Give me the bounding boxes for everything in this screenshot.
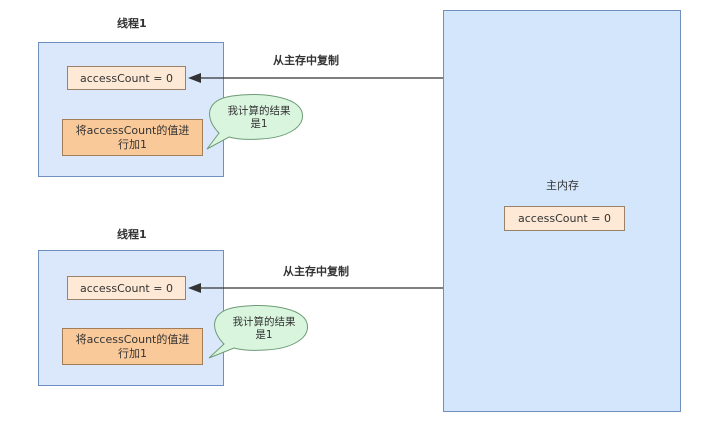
thread-1-operation: 将accessCount的值进行加1 xyxy=(62,119,203,156)
thread-1-operation-line2: 行加1 xyxy=(117,137,147,151)
arrow-2-label: 从主存中复制 xyxy=(283,265,349,278)
main-memory-box xyxy=(443,10,681,412)
thread-1-title: 线程1 xyxy=(117,17,147,30)
main-memory-variable: accessCount = 0 xyxy=(504,206,625,231)
speech-bubble-1 xyxy=(206,94,303,150)
copy-arrow-2 xyxy=(188,283,443,293)
speech-bubble-2-text: 我计算的结果是1 xyxy=(219,314,309,344)
thread-2-operation: 将accessCount的值进行加1 xyxy=(62,328,203,365)
bubble-2-line2: 是1 xyxy=(255,329,273,341)
thread-2-operation-line2: 行加1 xyxy=(117,346,147,360)
thread-2-operation-line1: 将accessCount的值进 xyxy=(75,332,190,346)
arrow-1-label: 从主存中复制 xyxy=(273,54,339,67)
thread-2-variable: accessCount = 0 xyxy=(67,276,186,300)
bubble-1-line1: 我计算的结果 xyxy=(227,105,291,117)
copy-arrow-1 xyxy=(188,73,443,83)
bubble-2-line1: 我计算的结果 xyxy=(232,316,296,328)
thread-2-title: 线程1 xyxy=(117,228,147,241)
speech-bubble-1-text: 我计算的结果是1 xyxy=(214,103,304,133)
bubble-1-line2: 是1 xyxy=(250,118,268,130)
speech-bubble-2 xyxy=(208,305,308,359)
thread-1-operation-line1: 将accessCount的值进 xyxy=(75,123,190,137)
main-memory-title: 主内存 xyxy=(546,179,579,192)
thread-1-variable: accessCount = 0 xyxy=(67,66,186,90)
